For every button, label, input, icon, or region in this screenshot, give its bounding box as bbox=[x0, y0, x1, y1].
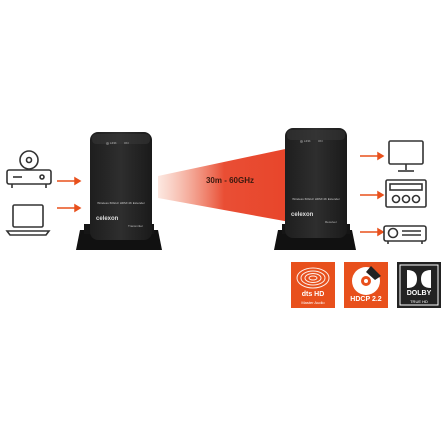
input-arrow-2 bbox=[57, 203, 82, 213]
receiver-model-text: Wireless 60GHz HDMI 4K Extender bbox=[292, 197, 340, 201]
input-arrow-1 bbox=[57, 176, 82, 186]
disc-player-icon bbox=[6, 150, 52, 188]
output-arrow-1 bbox=[360, 151, 385, 161]
badge-dolby-line1: DOLBY bbox=[406, 290, 432, 297]
badge-dolby-line2: TRUE HD bbox=[410, 299, 428, 304]
beam-label: 30m - 60GHz bbox=[205, 176, 255, 185]
dolby-icon bbox=[397, 262, 441, 308]
badge-hdcp-line1: HDCP 2.2 bbox=[350, 296, 382, 303]
dts-hd-icon bbox=[291, 262, 335, 308]
transmitter-led-link: LINK bbox=[110, 141, 117, 145]
monitor-icon bbox=[388, 140, 424, 172]
receiver-led-on: ON bbox=[318, 139, 323, 143]
transmitter-role: Transmitter bbox=[128, 224, 144, 228]
transmitter-model-text: Wireless 60GHz HDMI 4K Extender bbox=[97, 201, 145, 205]
receiver-led-link: LINK bbox=[304, 139, 311, 143]
badge-dts-line1: dts HD bbox=[301, 291, 325, 298]
transmitter-led-on: ON bbox=[124, 141, 129, 145]
output-arrow-3 bbox=[360, 227, 385, 237]
wireless-beam bbox=[158, 148, 290, 222]
transmitter-led-indicator bbox=[106, 142, 109, 145]
transmitter-brand: celexon bbox=[96, 216, 119, 222]
badge-dts-line2: Master Audio bbox=[301, 300, 325, 305]
transmitter-device bbox=[76, 132, 162, 250]
receiver-role: Receiver bbox=[325, 220, 337, 224]
hdcp-disc-icon bbox=[344, 262, 388, 308]
receiver-led-indicator bbox=[300, 140, 303, 143]
receiver-brand: celexon bbox=[291, 212, 314, 218]
output-arrow-2 bbox=[360, 190, 385, 200]
laptop-icon bbox=[5, 204, 51, 236]
projector-icon bbox=[383, 225, 427, 244]
av-receiver-icon bbox=[385, 179, 427, 208]
receiver-device bbox=[274, 128, 356, 250]
